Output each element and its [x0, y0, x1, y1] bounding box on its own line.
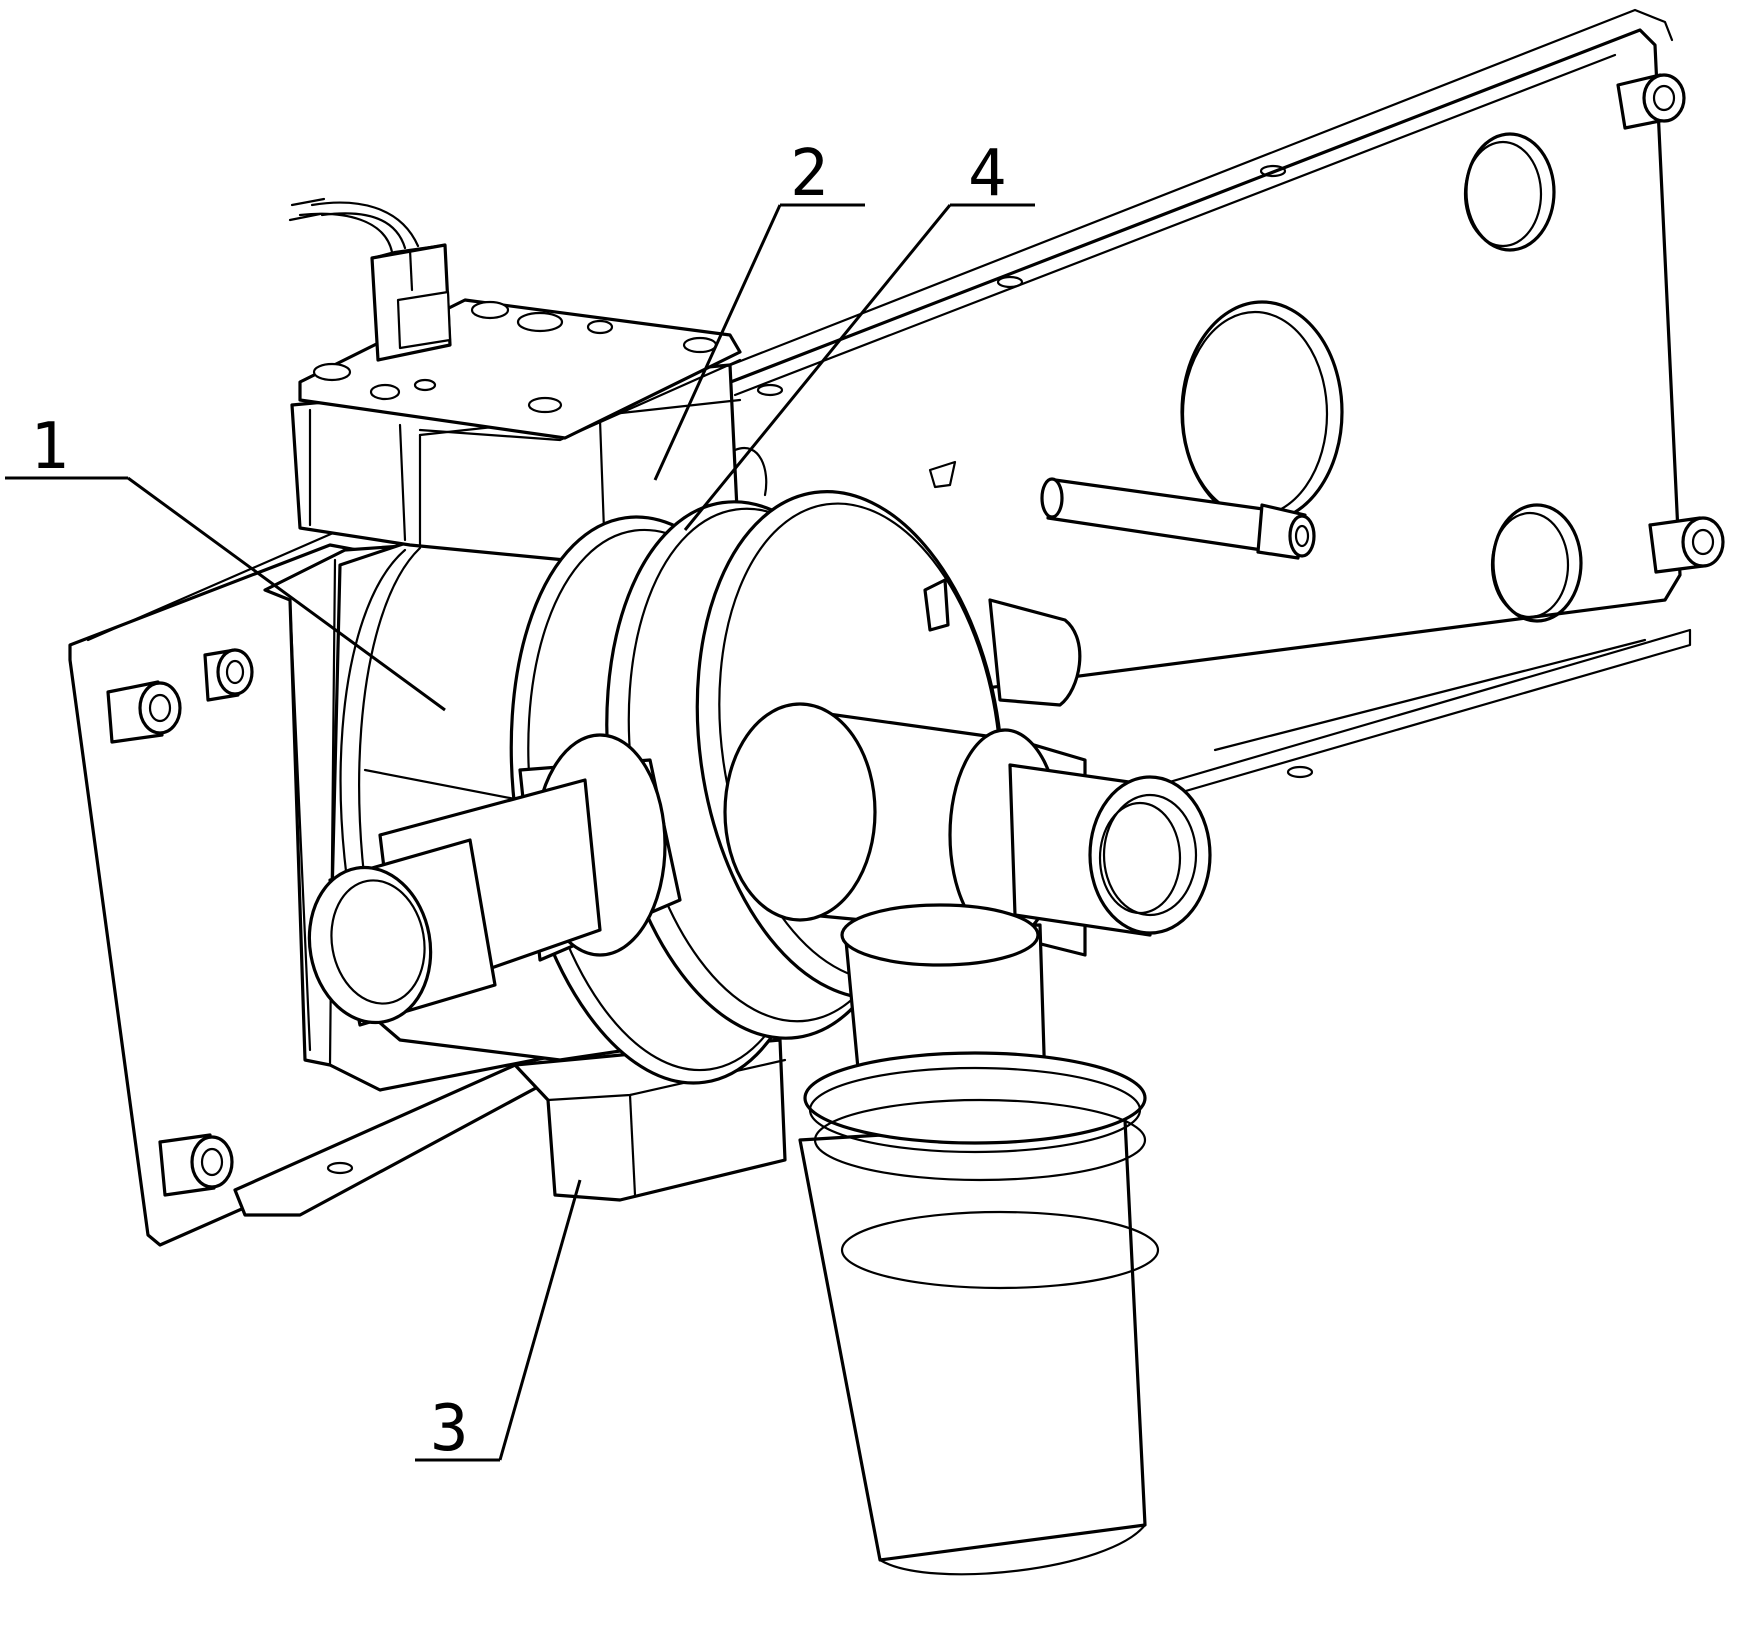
callout-4: 4	[683, 137, 1035, 531]
standoff-top-left	[106, 680, 182, 744]
standoff-bottom-left	[158, 1133, 234, 1197]
wire-connector	[288, 197, 452, 362]
pin-rod	[1040, 477, 1316, 560]
standoff-bottom-right	[1648, 516, 1725, 574]
outlet-pipe-right	[723, 598, 1212, 957]
standoff-mid-left	[203, 648, 254, 702]
downward-pipe	[798, 903, 1160, 1576]
callout-4-label: 4	[968, 137, 1007, 211]
callout-2-label: 2	[790, 137, 829, 211]
callout-2: 2	[653, 137, 865, 481]
top-actuator-box	[288, 197, 742, 562]
callout-3-label: 3	[430, 1392, 469, 1466]
inlet-pipe-left	[307, 733, 682, 1027]
standoff-top-right	[1616, 73, 1686, 130]
callout-3: 3	[415, 1179, 582, 1466]
callout-1-label: 1	[30, 410, 69, 484]
callout-1: 1	[5, 410, 446, 712]
